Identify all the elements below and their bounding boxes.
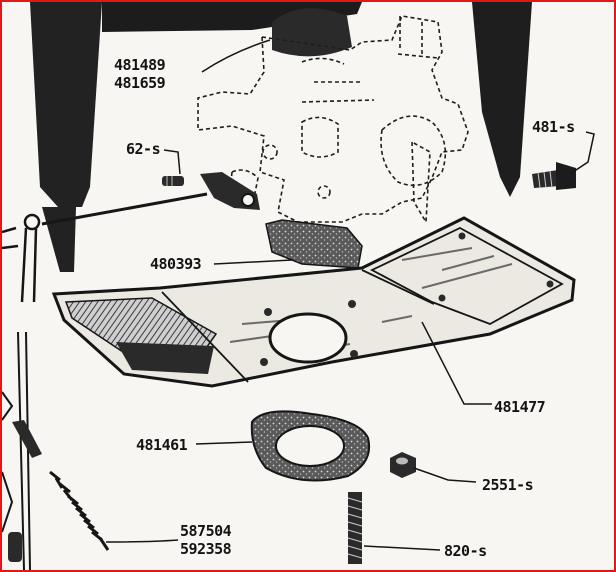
nut-2551-s: [390, 452, 416, 478]
heat-shield-plate: [51, 216, 576, 388]
linkage-rod-left: [2, 213, 42, 570]
return-spring: [49, 470, 110, 551]
carburetor-gasket: [265, 219, 363, 269]
screw-62-s: [162, 176, 184, 186]
label-592358: 592358: [180, 540, 232, 558]
label-2551-s: 2551-s: [482, 476, 533, 494]
label-481489: 481489: [114, 56, 166, 74]
manifold-bracket-right: [472, 2, 532, 197]
manifold-bracket-left: [30, 2, 102, 272]
label-820-s: 820-s: [444, 542, 487, 560]
label-587504: 587504: [180, 522, 232, 540]
manifold-housing-top: [102, 2, 362, 57]
label-481-s: 481-s: [532, 118, 575, 136]
label-481659: 481659: [114, 74, 166, 92]
spacer-gasket: [250, 410, 370, 482]
carburetor-outline: [197, 15, 469, 225]
label-481461: 481461: [136, 436, 188, 454]
bolt-481-s: [532, 162, 576, 190]
label-62-s: 62-s: [126, 140, 160, 158]
stud-820-s: [347, 492, 363, 564]
leader-lines: [105, 39, 595, 551]
label-481477: 481477: [494, 398, 545, 416]
throttle-rod: [41, 172, 260, 226]
label-480393: 480393: [150, 255, 202, 273]
